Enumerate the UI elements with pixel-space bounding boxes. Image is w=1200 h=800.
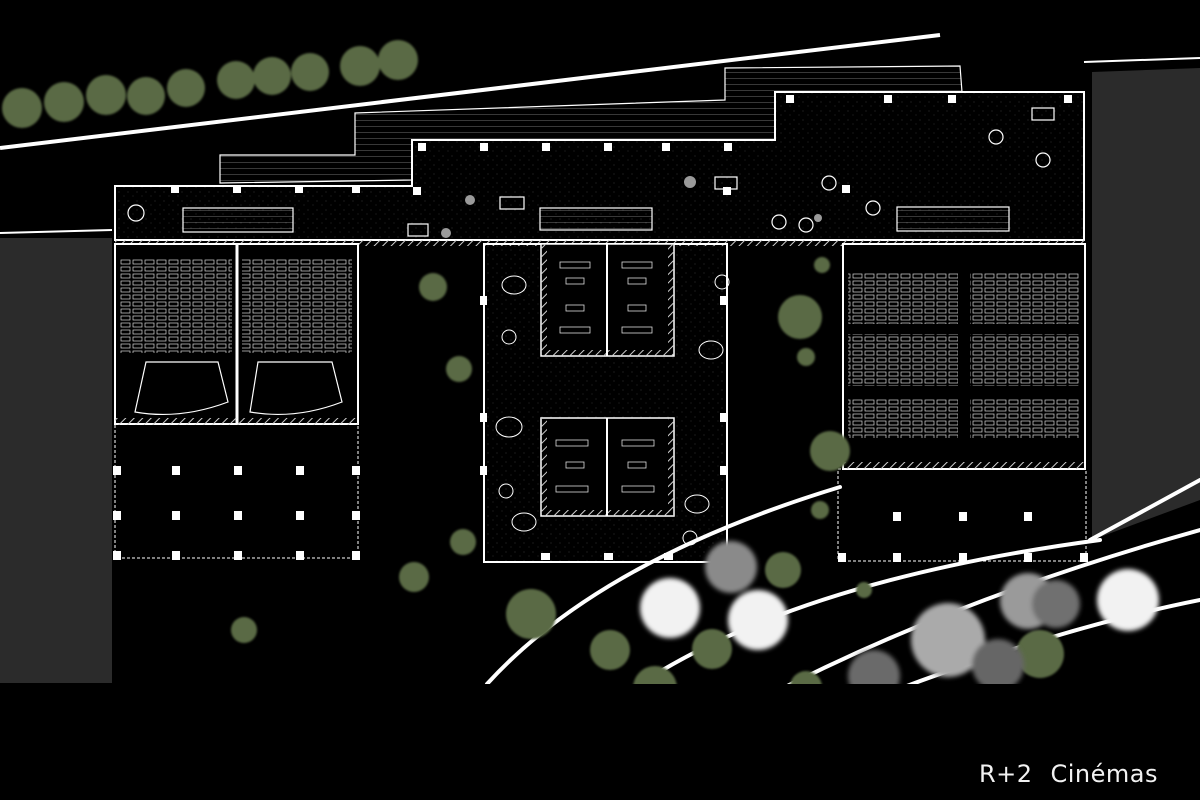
tree-row-top [2, 40, 418, 128]
side-building-right-edge [1083, 57, 1200, 63]
courtyard-left [113, 423, 360, 560]
lobby-pillars [171, 95, 1072, 195]
courtyard-right [837, 468, 1088, 562]
cinema-block-right [842, 243, 1086, 470]
stair-cores [182, 206, 1010, 233]
side-building-left [0, 238, 112, 683]
lobby-furniture [127, 107, 1055, 237]
street-line-top [0, 33, 941, 150]
central-block [480, 243, 730, 563]
cinema-block-left [114, 243, 359, 425]
floor-level-label: R+2 [978, 760, 1033, 788]
light-spots [640, 541, 1159, 702]
lobby-plants [441, 176, 822, 238]
caption-band [0, 684, 1200, 800]
trees-mid [231, 257, 850, 643]
plan-caption: R+2 Cinémas [963, 732, 1158, 788]
side-building-right [1092, 68, 1200, 540]
floor-title-label: Cinémas [1050, 760, 1158, 788]
side-building-left-edge [0, 229, 113, 234]
